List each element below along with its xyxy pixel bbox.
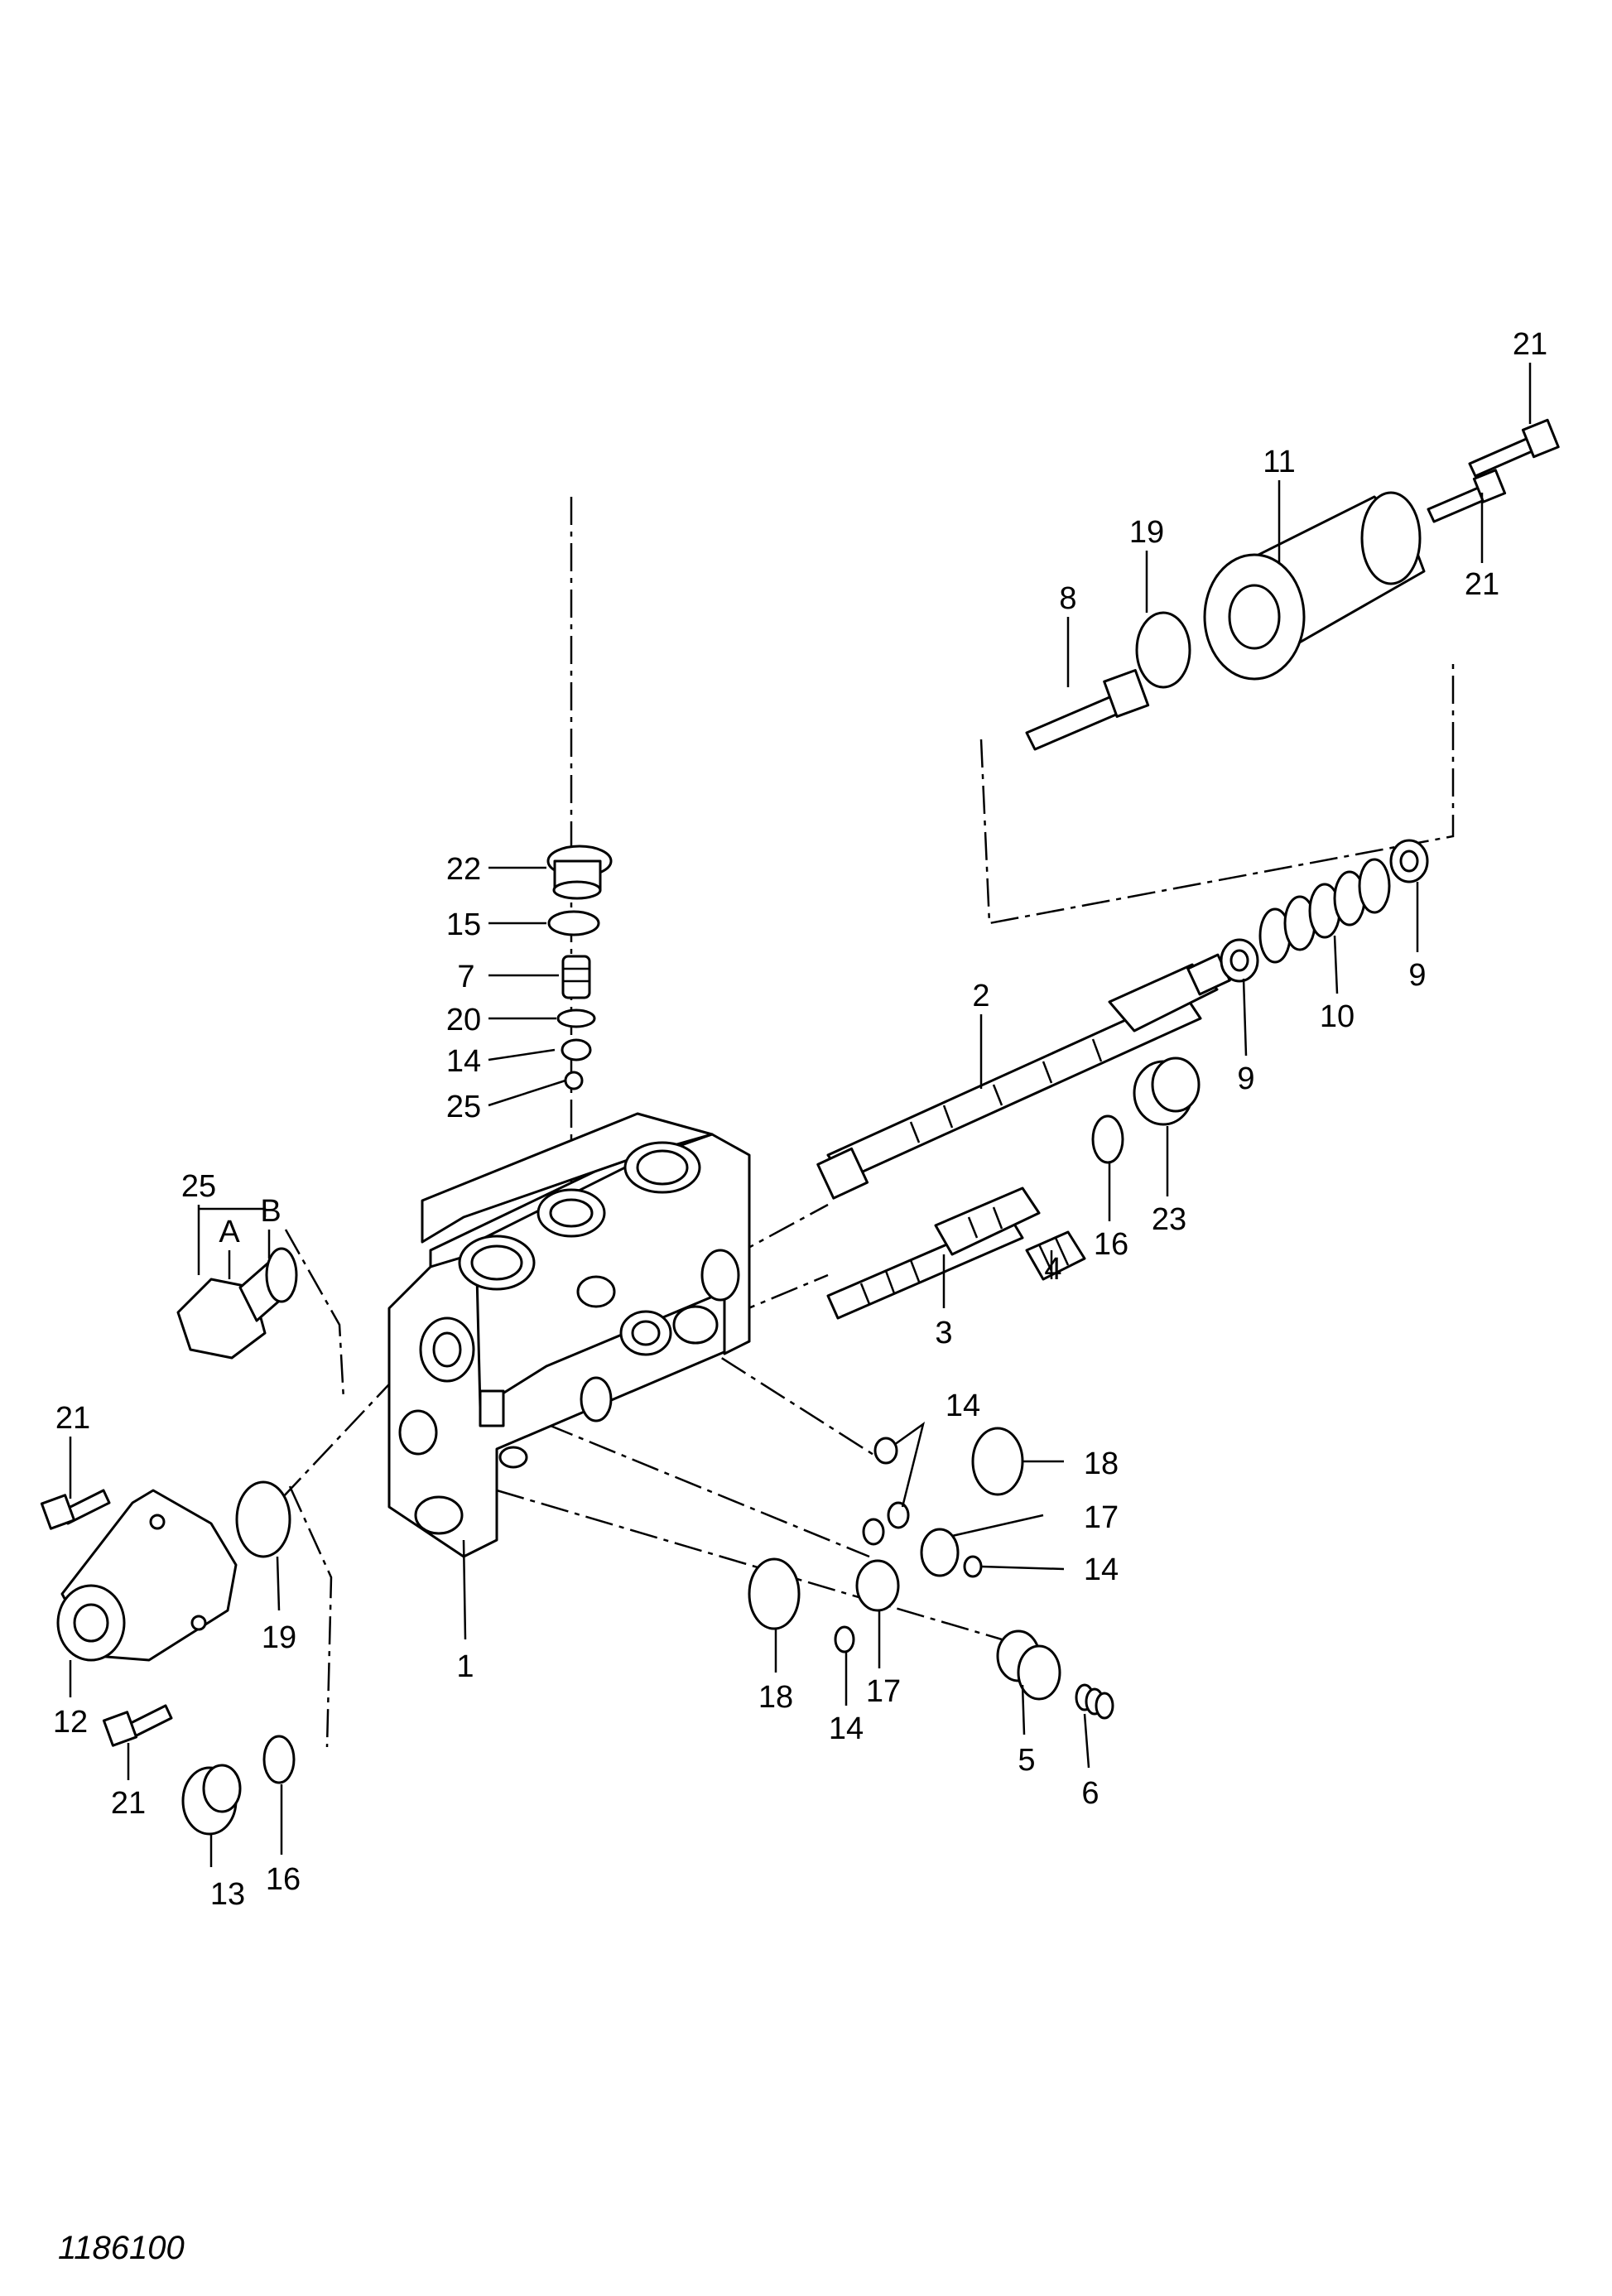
callout-5: 5 bbox=[1018, 1743, 1035, 1778]
o-ring-18-upper bbox=[971, 1427, 1024, 1496]
spring-seat-9-left bbox=[1220, 938, 1259, 983]
callout-23: 23 bbox=[1152, 1202, 1186, 1237]
callout-1: 1 bbox=[456, 1649, 474, 1684]
callout-6: 6 bbox=[1081, 1776, 1099, 1811]
cap-11-part bbox=[1203, 491, 1426, 681]
spring-6-part bbox=[1075, 1683, 1114, 1720]
plug-23-part bbox=[1133, 1057, 1201, 1126]
callout-B: B bbox=[260, 1194, 281, 1229]
callout-12: 12 bbox=[53, 1705, 88, 1740]
plug-13-part bbox=[181, 1764, 242, 1836]
o-ring-16-upper bbox=[1091, 1114, 1124, 1164]
o-ring-14-b2 bbox=[862, 1518, 885, 1546]
spool-part bbox=[816, 953, 1231, 1200]
callout-14: 14 bbox=[1084, 1552, 1119, 1587]
relief-valve-25-part bbox=[176, 1247, 298, 1360]
callout-25: 25 bbox=[181, 1169, 216, 1204]
callout-21: 21 bbox=[1465, 567, 1499, 602]
callout-25: 25 bbox=[446, 1090, 481, 1124]
callout-22: 22 bbox=[446, 852, 481, 887]
o-ring-14-c bbox=[963, 1555, 983, 1578]
o-ring-15-part bbox=[547, 910, 600, 936]
callout-2: 2 bbox=[972, 979, 989, 1013]
o-ring-14-b1 bbox=[873, 1437, 898, 1465]
callout-14: 14 bbox=[829, 1711, 864, 1746]
spool-rod-part bbox=[826, 1187, 1041, 1320]
bolt-21-left-lower bbox=[102, 1704, 173, 1747]
callout-20: 20 bbox=[446, 1003, 481, 1037]
callout-4: 4 bbox=[1044, 1252, 1061, 1287]
o-ring-17-upper bbox=[920, 1528, 960, 1577]
callout-18: 18 bbox=[1084, 1446, 1119, 1481]
callout-21: 21 bbox=[1513, 327, 1547, 362]
o-ring-16-lower bbox=[262, 1735, 296, 1784]
o-ring-19-upper bbox=[1135, 611, 1191, 689]
poppet-7-part bbox=[561, 955, 591, 999]
callout-10: 10 bbox=[1320, 999, 1355, 1034]
callout-13: 13 bbox=[210, 1877, 245, 1912]
callout-14: 14 bbox=[446, 1044, 481, 1079]
valve-body-part bbox=[387, 1112, 751, 1558]
callout-16: 16 bbox=[266, 1862, 301, 1897]
o-ring-14-stack bbox=[561, 1038, 592, 1061]
callout-16: 16 bbox=[1094, 1227, 1128, 1262]
callout-3: 3 bbox=[935, 1316, 952, 1350]
leader-lines bbox=[69, 363, 1532, 1867]
callout-7: 7 bbox=[457, 960, 474, 994]
callout-21: 21 bbox=[55, 1401, 90, 1436]
bolt-21-top bbox=[1468, 418, 1560, 478]
ball-25-part bbox=[564, 1071, 584, 1090]
callout-8: 8 bbox=[1059, 581, 1076, 616]
bolt-21-left-upper bbox=[40, 1489, 111, 1530]
callout-labels: 21 11 19 21 8 22 15 7 20 14 25 2 9 10 9 … bbox=[53, 327, 1547, 1912]
callout-9: 9 bbox=[1237, 1061, 1254, 1096]
callout-19: 19 bbox=[1129, 515, 1164, 550]
ring-20-part bbox=[556, 1008, 596, 1028]
callout-17: 17 bbox=[1084, 1500, 1119, 1535]
callout-11: 11 bbox=[1263, 445, 1295, 479]
plug-22-part bbox=[546, 845, 613, 900]
callout-14: 14 bbox=[946, 1389, 980, 1423]
o-ring-17-lower bbox=[855, 1559, 900, 1612]
callout-18: 18 bbox=[758, 1680, 793, 1715]
cover-12-part bbox=[56, 1489, 238, 1662]
bolt-8-part bbox=[1025, 668, 1150, 751]
callout-9: 9 bbox=[1408, 958, 1426, 993]
o-ring-19-lower bbox=[235, 1480, 291, 1558]
spring-seat-9-right bbox=[1389, 839, 1429, 883]
o-ring-14-b3 bbox=[887, 1501, 910, 1529]
spring-10-part bbox=[1258, 858, 1391, 964]
callout-17: 17 bbox=[866, 1674, 901, 1709]
callout-A: A bbox=[219, 1215, 240, 1249]
callout-19: 19 bbox=[262, 1620, 296, 1655]
o-ring-14-d bbox=[834, 1625, 855, 1653]
spring-4-part bbox=[1025, 1230, 1086, 1281]
drawing-code: 1186100 bbox=[58, 2230, 185, 2266]
callout-15: 15 bbox=[446, 907, 481, 942]
bolt-21-mid bbox=[1427, 469, 1507, 523]
callout-21: 21 bbox=[111, 1786, 146, 1821]
o-ring-18-lower bbox=[748, 1557, 801, 1630]
plug-5-part bbox=[996, 1629, 1061, 1701]
